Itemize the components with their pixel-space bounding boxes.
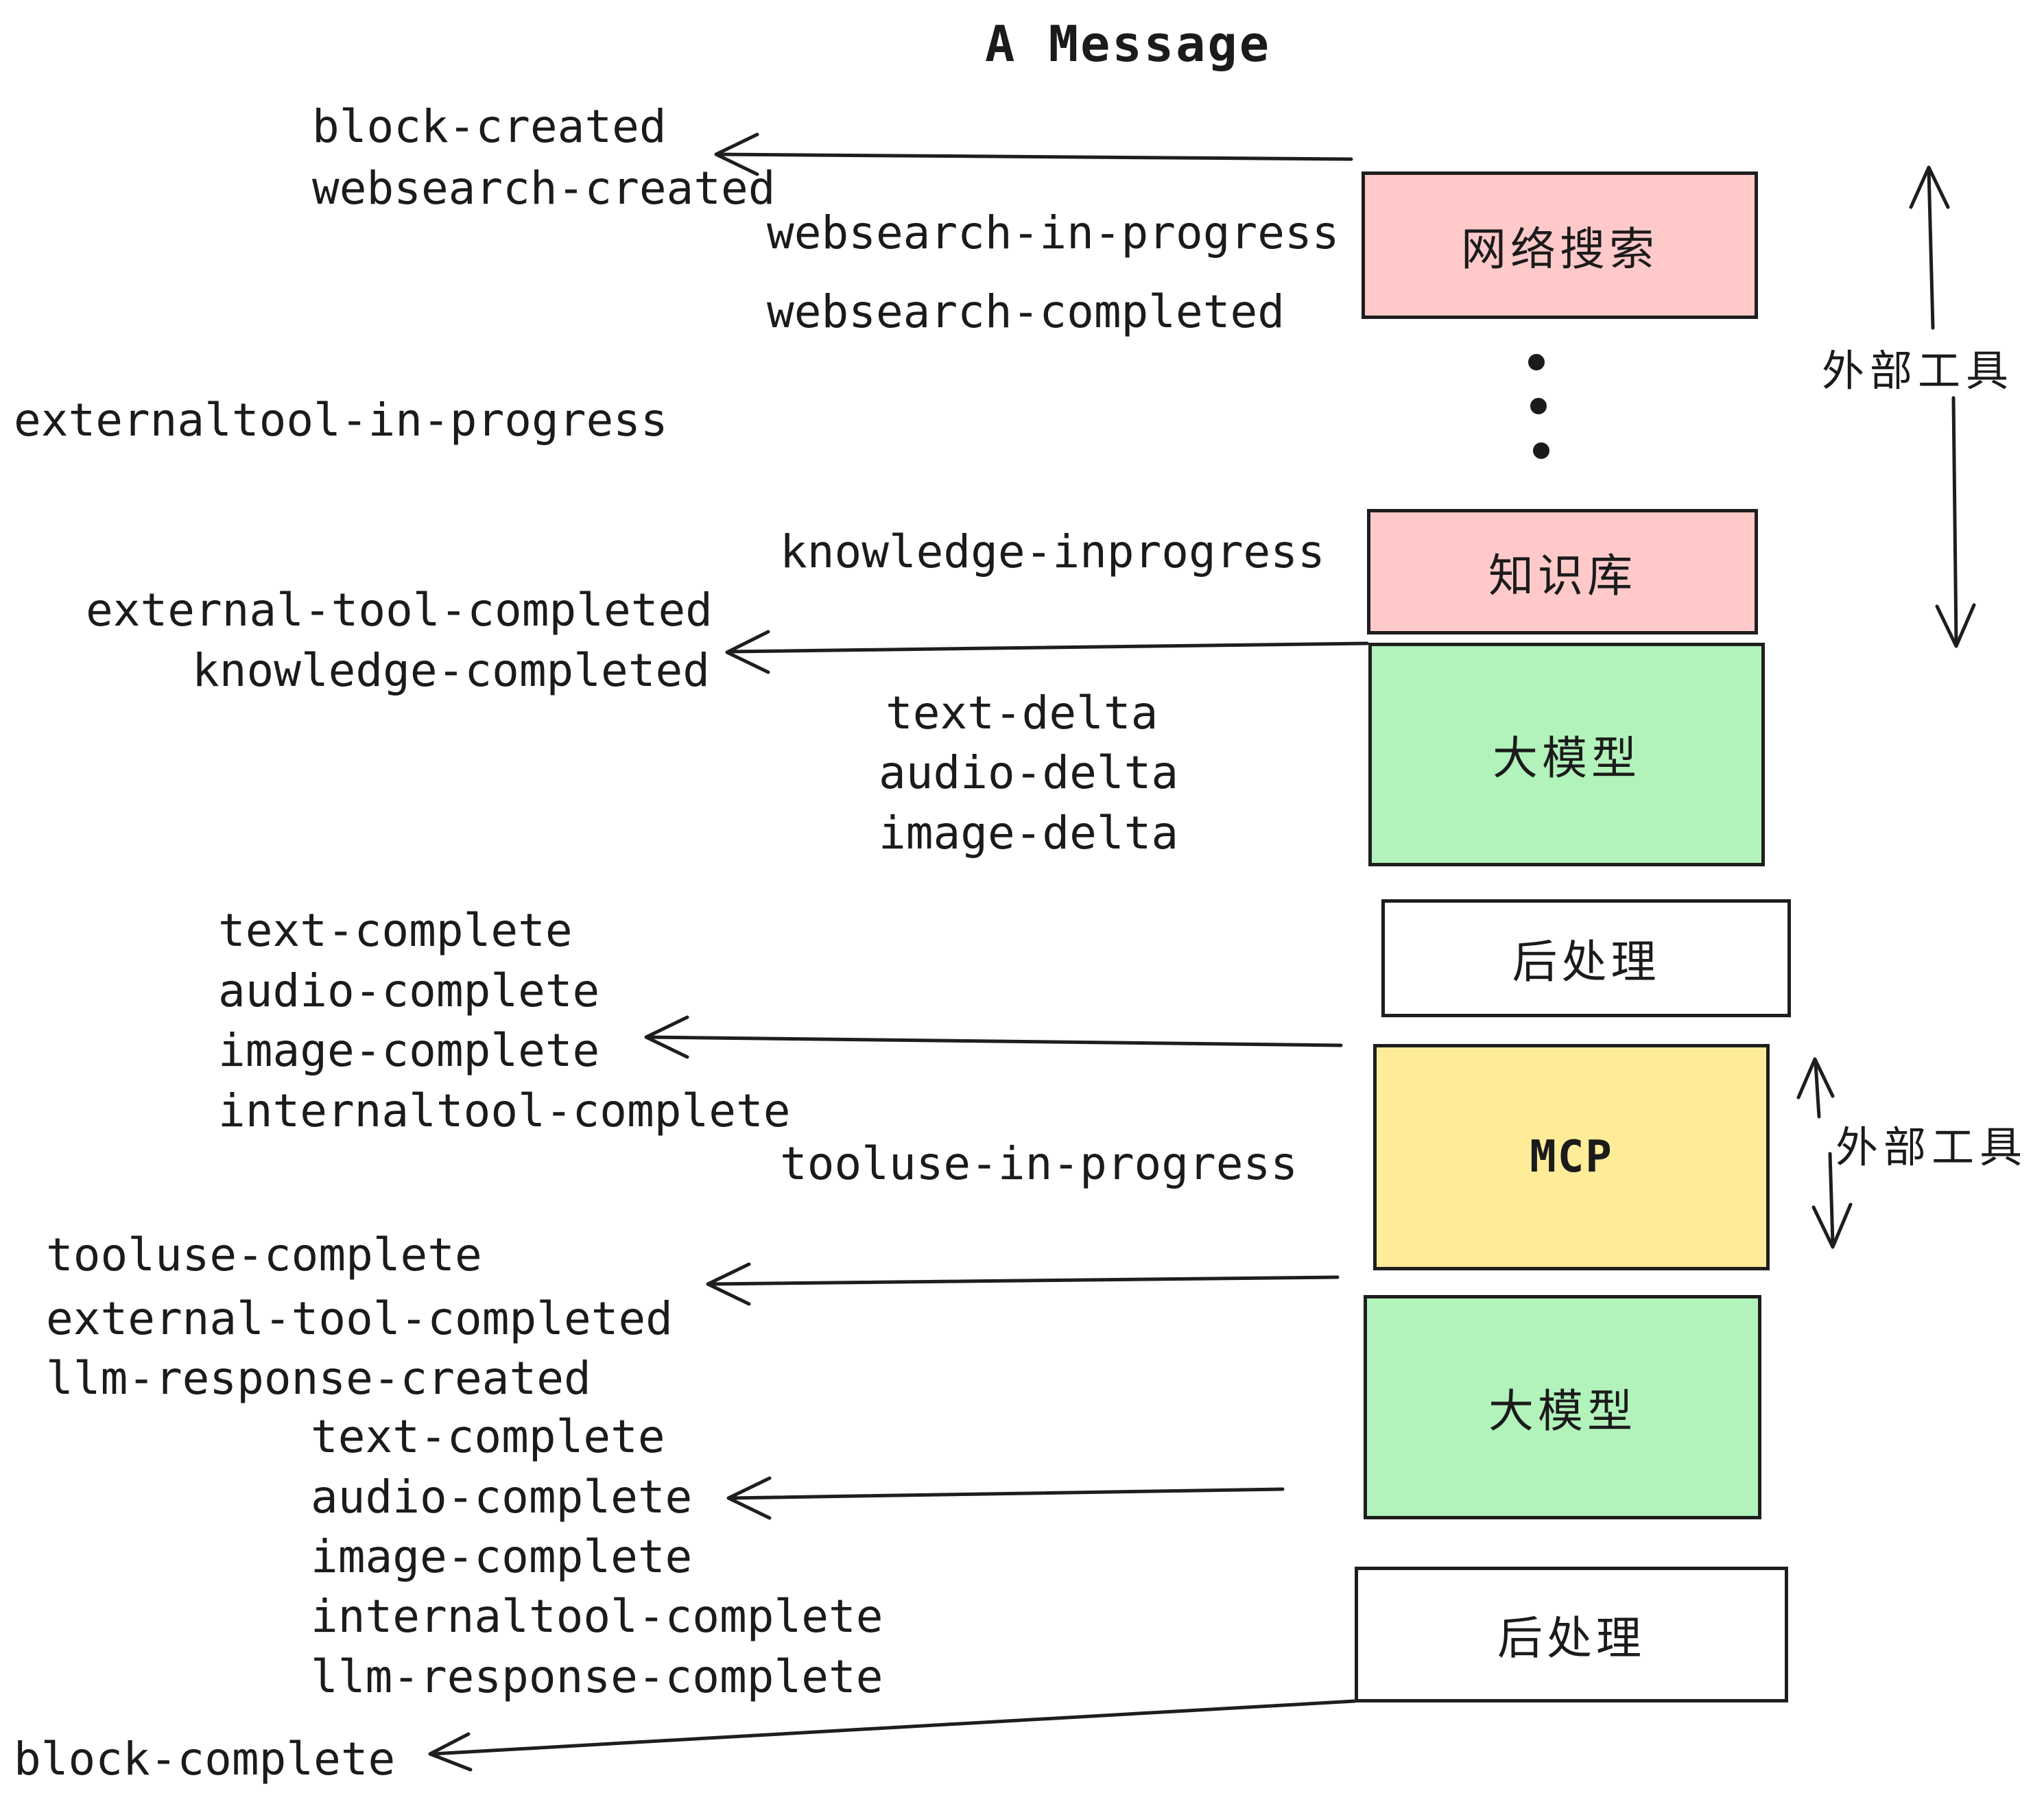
event-knowledge-inprogress: knowledge-inprogress xyxy=(780,525,1325,578)
event-websearch-completed: websearch-completed xyxy=(767,285,1285,338)
event-internaltool-complete: internaltool-complete xyxy=(218,1084,791,1137)
event-externaltool-in-progress: externaltool-in-progress xyxy=(14,394,668,447)
event-websearch-created: websearch-created xyxy=(312,162,776,215)
arrow-websearch-to-block-created-icon xyxy=(714,132,1353,176)
event-websearch-in-progress: websearch-in-progress xyxy=(767,206,1340,259)
external-tools-top-down-arrow-icon xyxy=(1935,396,1976,648)
box-post-process-bottom: 后处理 xyxy=(1355,1567,1788,1702)
event-text-complete: text-complete xyxy=(218,904,573,957)
event-text-delta: text-delta xyxy=(886,687,1158,739)
event-tooluse-in-progress: tooluse-in-progress xyxy=(780,1137,1298,1190)
event-image-delta: image-delta xyxy=(879,807,1179,859)
box-llm-top: 大模型 xyxy=(1368,643,1765,866)
event-llm-response-created: llm-response-created xyxy=(46,1352,591,1405)
box-mcp: MCP xyxy=(1373,1044,1770,1270)
event-text-complete-2: text-complete xyxy=(311,1410,665,1463)
event-tooluse-complete: tooluse-complete xyxy=(46,1229,482,1281)
event-block-complete: block-complete xyxy=(14,1733,396,1785)
event-internaltool-complete-2: internaltool-complete xyxy=(311,1590,883,1643)
box-llm-bottom-label: 大模型 xyxy=(1488,1384,1637,1438)
external-tools-top-label: 外部工具 xyxy=(1822,346,2015,396)
box-knowledge-base-label: 知识库 xyxy=(1488,549,1637,602)
event-audio-delta: audio-delta xyxy=(879,746,1179,799)
box-post-process-top: 后处理 xyxy=(1381,899,1791,1017)
arrow-llm-to-audio-complete-icon xyxy=(726,1476,1285,1520)
page-title: A Message xyxy=(985,15,1272,73)
external-tools-mcp-down-arrow-icon xyxy=(1811,1152,1853,1249)
external-tools-mcp-up-arrow-icon xyxy=(1796,1057,1835,1119)
external-tools-top-up-arrow-icon xyxy=(1909,165,1950,330)
box-web-search-label: 网络搜索 xyxy=(1461,222,1659,276)
box-web-search: 网络搜索 xyxy=(1362,171,1758,319)
box-post-process-top-label: 后处理 xyxy=(1512,936,1661,988)
box-mcp-label: MCP xyxy=(1530,1132,1613,1183)
vertical-ellipsis-icon xyxy=(1528,354,1549,459)
box-llm-bottom: 大模型 xyxy=(1364,1295,1761,1519)
event-external-tool-completed-2: external-tool-completed xyxy=(46,1292,673,1345)
arrow-postprocess-to-block-complete-icon xyxy=(428,1699,1357,1772)
arrow-postprocess-to-image-complete-icon xyxy=(644,1015,1343,1059)
box-knowledge-base: 知识库 xyxy=(1367,509,1758,634)
event-knowledge-completed: knowledge-completed xyxy=(192,644,710,697)
event-audio-complete: audio-complete xyxy=(218,964,600,1017)
arrow-mcp-to-tooluse-complete-icon xyxy=(706,1262,1340,1306)
event-image-complete: image-complete xyxy=(218,1024,600,1077)
event-external-tool-completed: external-tool-completed xyxy=(86,584,713,637)
arrow-to-knowledge-completed-icon xyxy=(725,630,1369,674)
box-post-process-bottom-label: 后处理 xyxy=(1497,1612,1645,1665)
event-audio-complete-2: audio-complete xyxy=(311,1471,693,1523)
event-llm-response-complete: llm-response-complete xyxy=(311,1650,883,1703)
external-tools-mcp-label: 外部工具 xyxy=(1835,1122,2028,1172)
event-block-created: block-created xyxy=(312,100,667,153)
event-image-complete-2: image-complete xyxy=(311,1530,693,1583)
box-llm-top-label: 大模型 xyxy=(1493,732,1641,785)
